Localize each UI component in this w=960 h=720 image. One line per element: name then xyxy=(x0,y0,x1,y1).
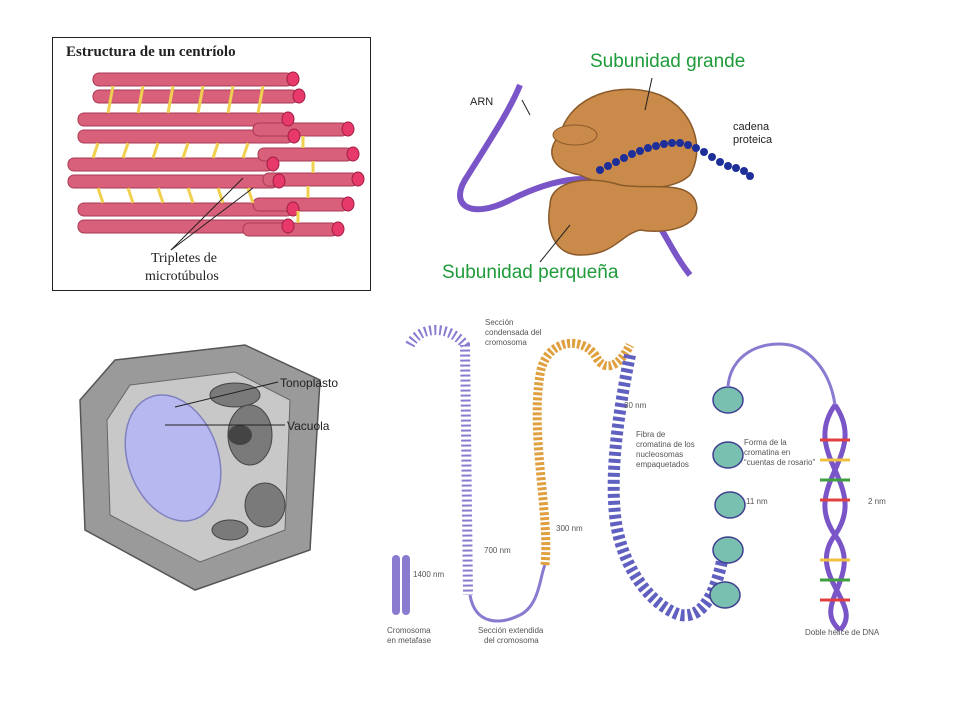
nucleosomes xyxy=(709,386,746,609)
small-subunit xyxy=(548,179,698,256)
small-subunit-label: Subunidad perqueña xyxy=(442,262,619,283)
extended-section xyxy=(468,564,547,623)
chromosome-labels: Sección condensada del cromosoma 30 nm F… xyxy=(387,318,886,645)
triplets-label-line1: Tripletes de xyxy=(151,251,217,266)
fiber-30nm xyxy=(607,353,731,622)
dna-double-helix xyxy=(820,403,850,632)
beads-label-2: cromatina en xyxy=(744,448,790,457)
microtubule-tubes xyxy=(67,71,365,237)
extended-label-2: del cromosoma xyxy=(484,636,539,645)
rna-label: ARN xyxy=(470,96,493,108)
plant-cell-illustration: Tonoplasto Vacuola xyxy=(79,344,338,591)
condensed-label-3: cromosoma xyxy=(485,338,527,347)
vacuole-label: Vacuola xyxy=(287,419,330,433)
fiber-300nm xyxy=(532,338,635,566)
plant-cell-panel: Tonoplasto Vacuola xyxy=(75,340,375,595)
nm11-label: 11 nm xyxy=(746,497,768,506)
centriole-illustration: Estructura de un centríolo xyxy=(66,44,365,284)
chromosome-illustration: Sección condensada del cromosoma 30 nm F… xyxy=(387,318,886,645)
protein-chain xyxy=(596,139,754,180)
nm300-label: 300 nm xyxy=(556,524,583,533)
nm2-label: 2 nm xyxy=(868,497,886,506)
condensed-label-2: condensada del xyxy=(485,328,542,337)
chromosome-panel: Sección condensada del cromosoma 30 nm F… xyxy=(380,315,900,655)
fiber-label-2: cromatina de los xyxy=(636,440,695,449)
triplets-label-line2: microtúbulos xyxy=(145,269,219,284)
vacuole xyxy=(124,394,222,522)
centriole-panel: Estructura de un centríolo xyxy=(52,37,371,291)
nm1400-label: 1400 nm xyxy=(413,570,444,579)
tonoplast-label: Tonoplasto xyxy=(280,376,338,390)
extended-label-1: Sección extendida xyxy=(478,626,544,635)
beads-label-3: “cuentas de rosario” xyxy=(744,458,815,467)
centriole-title: Estructura de un centríolo xyxy=(66,44,236,60)
ribosome-panel: Subunidad grande Subunidad perqueña ARN … xyxy=(430,40,790,290)
protein-label-line2: proteica xyxy=(733,134,773,146)
fiber-label-4: empaquetados xyxy=(636,460,689,469)
ribosome-illustration: Subunidad grande Subunidad perqueña ARN … xyxy=(442,51,773,283)
protein-label-line1: cadena xyxy=(733,121,770,133)
fiber-label-3: nucleosomas xyxy=(636,450,683,459)
large-subunit xyxy=(551,88,698,189)
beads-label-1: Forma de la xyxy=(744,438,787,447)
fiber-label-1: Fibra de xyxy=(636,430,666,439)
condensed-label-1: Sección xyxy=(485,318,513,327)
metaphase-label-1: Cromosoma xyxy=(387,626,431,635)
nm700-label: 700 nm xyxy=(484,546,511,555)
metaphase-chromosome xyxy=(392,555,410,615)
dna-label: Doble hélice de DNA xyxy=(805,628,880,637)
metaphase-label-2: en metafase xyxy=(387,636,432,645)
condensed-section xyxy=(405,325,473,596)
large-subunit-label: Subunidad grande xyxy=(590,51,745,72)
nm30-label: 30 nm xyxy=(624,401,647,410)
